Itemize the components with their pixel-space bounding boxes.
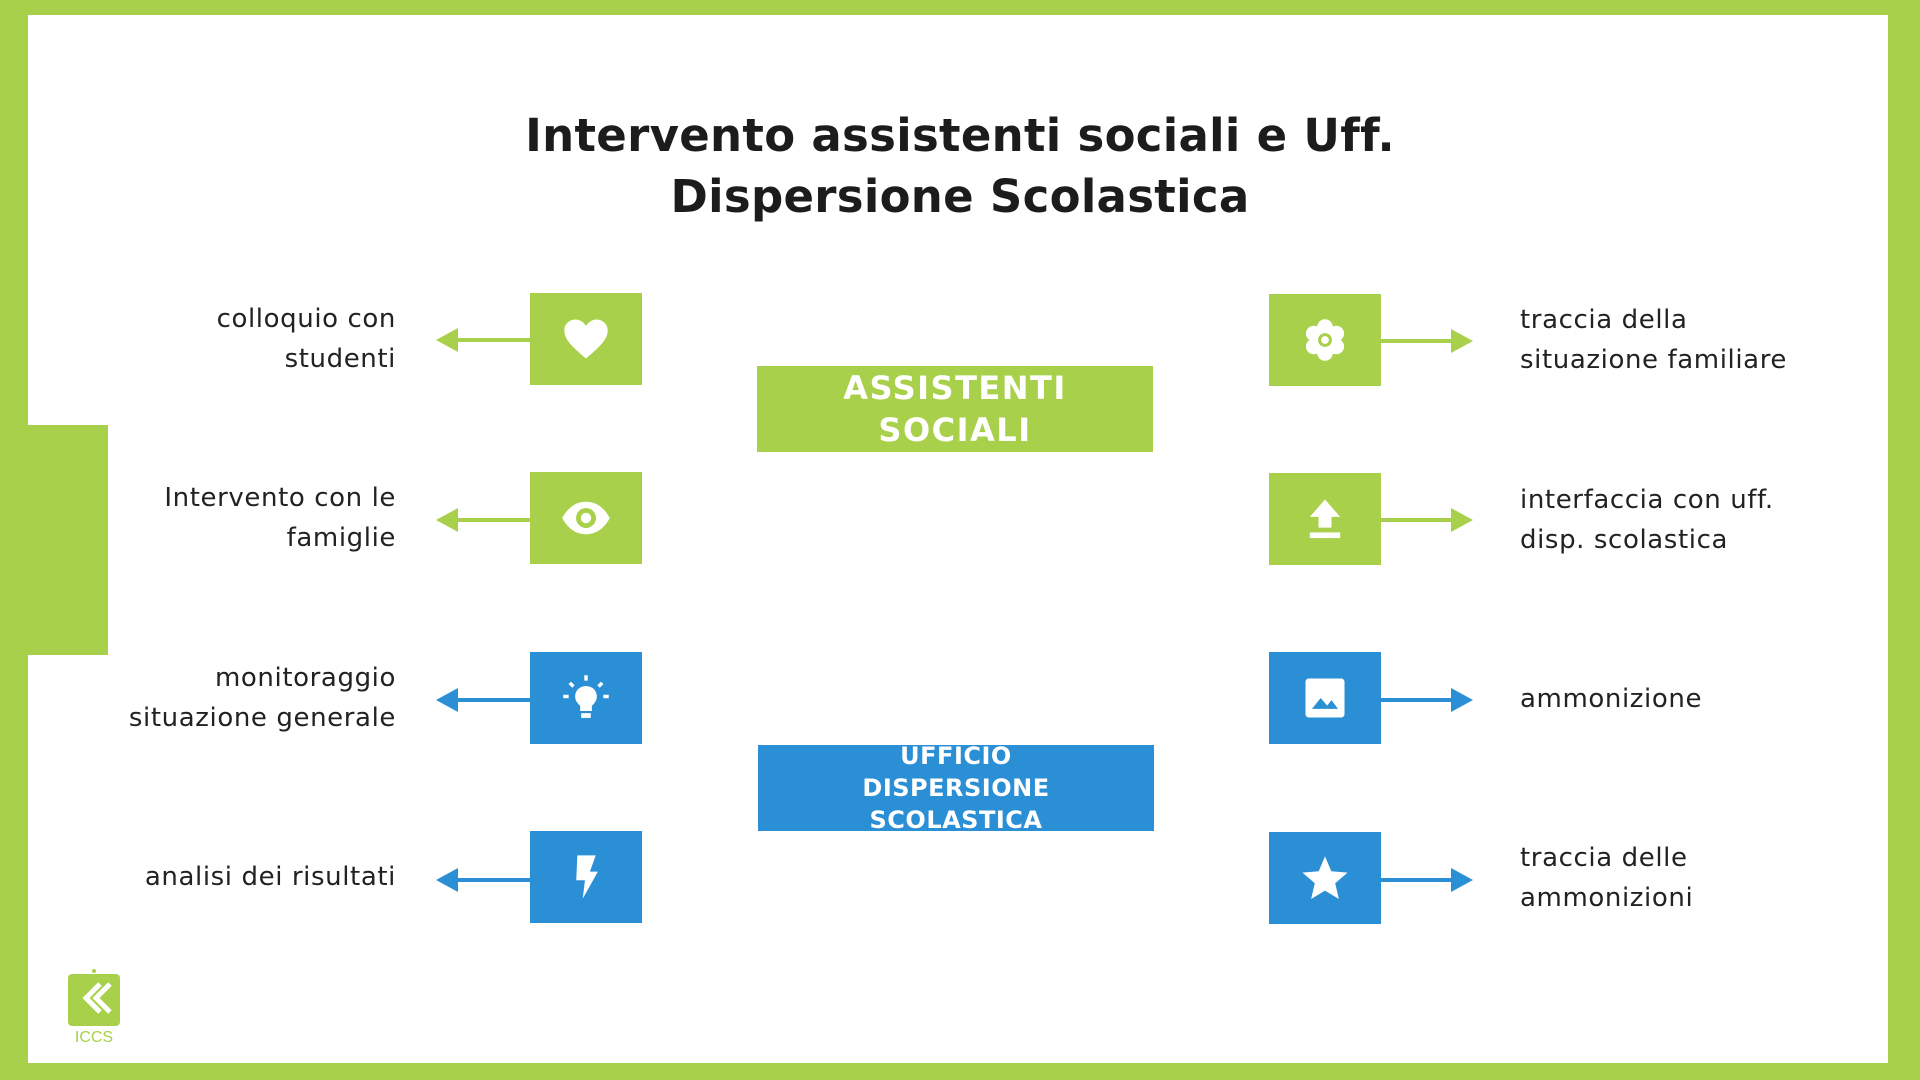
lightning-icon — [576, 855, 598, 899]
right-label-4: traccia delle ammonizioni — [1520, 838, 1840, 918]
left-label-4-line-1: analisi dei risultati — [144, 862, 396, 892]
right-icon-box-4 — [1269, 832, 1381, 924]
left-arrow-2 — [436, 508, 532, 532]
left-label-3: monitoraggio situazione generale — [36, 658, 396, 738]
right-arrow-2 — [1381, 508, 1473, 532]
assistenti-sociali-label: ASSISTENTI SOCIALI — [843, 369, 1067, 449]
left-label-2: Intervento con le famiglie — [36, 478, 396, 558]
image-icon — [1305, 678, 1345, 718]
star-icon — [1302, 856, 1348, 900]
title-line-2: Dispersione Scolastica — [670, 170, 1250, 223]
right-icon-box-1 — [1269, 294, 1381, 386]
left-label-1: colloquio con studenti — [36, 299, 396, 379]
frame-top — [0, 0, 1920, 15]
title-line-1: Intervento assistenti sociali e Uff. — [525, 109, 1395, 162]
flower-icon — [1305, 319, 1345, 361]
left-label-4: analisi dei risultati — [36, 857, 396, 897]
left-arrow-3 — [436, 688, 532, 712]
lightbulb-icon — [563, 675, 609, 718]
left-arrow-1 — [436, 328, 532, 352]
right-label-4-line-2: ammonizioni — [1520, 883, 1694, 913]
right-label-2-line-1: interfaccia con uff. — [1520, 485, 1774, 515]
heart-icon — [564, 319, 608, 359]
right-arrow-4 — [1381, 868, 1473, 892]
assistenti-sociali-box: ASSISTENTI SOCIALI — [757, 366, 1153, 452]
left-label-3-line-2: situazione generale — [128, 703, 396, 733]
iccs-logo-icon: ICCS — [64, 968, 124, 1048]
page-title: Intervento assistenti sociali e Uff. Dis… — [460, 105, 1460, 227]
right-icon-box-3 — [1269, 652, 1381, 744]
left-label-1-line-2: studenti — [284, 344, 396, 374]
right-label-2: interfaccia con uff. disp. scolastica — [1520, 480, 1840, 560]
right-arrow-1 — [1381, 329, 1473, 353]
left-label-2-line-2: famiglie — [286, 523, 396, 553]
right-icon-box-2 — [1269, 473, 1381, 565]
left-icon-box-4 — [530, 831, 642, 923]
right-label-1-line-1: traccia della — [1520, 305, 1688, 335]
left-label-2-line-1: Intervento con le — [164, 483, 396, 513]
right-label-3-line-1: ammonizione — [1520, 684, 1703, 714]
left-label-3-line-1: monitoraggio — [215, 663, 396, 693]
right-label-2-line-2: disp. scolastica — [1520, 525, 1729, 555]
left-icon-box-1 — [530, 293, 642, 385]
right-label-3: ammonizione — [1520, 679, 1840, 719]
logo-text: ICCS — [75, 1029, 113, 1046]
left-label-1-line-1: colloquio con — [216, 304, 396, 334]
left-icon-box-3 — [530, 652, 642, 744]
right-label-1-line-2: situazione familiare — [1520, 345, 1788, 375]
side-tab — [0, 425, 108, 655]
left-icon-box-2 — [530, 472, 642, 564]
right-label-4-line-1: traccia delle — [1520, 843, 1688, 873]
frame-bottom — [0, 1063, 1920, 1080]
right-arrow-3 — [1381, 688, 1473, 712]
ufficio-dispersione-label: UFFICIO DISPERSIONE SCOLASTICA — [862, 742, 1050, 834]
ufficio-dispersione-box: UFFICIO DISPERSIONE SCOLASTICA — [758, 742, 1154, 834]
frame-right — [1888, 0, 1920, 1080]
right-label-1: traccia della situazione familiare — [1520, 300, 1840, 380]
upload-icon — [1309, 499, 1341, 539]
eye-icon — [562, 501, 610, 535]
left-arrow-4 — [436, 868, 532, 892]
